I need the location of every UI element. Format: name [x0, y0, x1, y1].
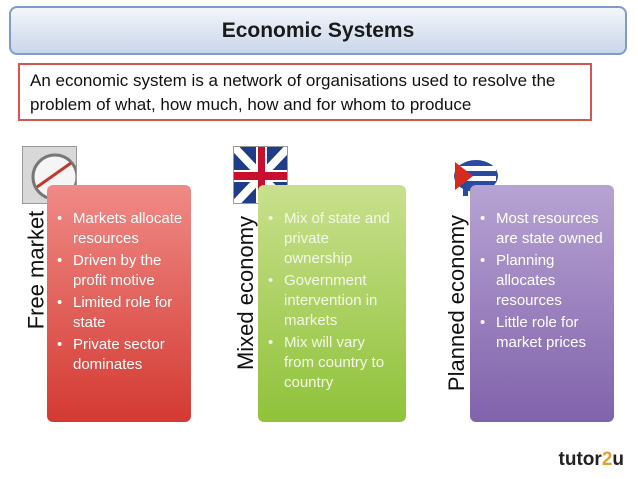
list-item: Private sector dominates — [53, 335, 183, 375]
slide-title: Economic Systems — [221, 18, 415, 42]
free-market-card: Markets allocate resources Driven by the… — [47, 185, 191, 422]
definition-box: An economic system is a network of organ… — [18, 63, 592, 121]
list-item: Most resources are state owned — [476, 209, 606, 249]
list-item: Mix of state and private ownership — [264, 209, 398, 269]
list-item: Markets allocate resources — [53, 209, 183, 249]
list-item: Planning allocates resources — [476, 251, 606, 311]
list-item: Little role for market prices — [476, 313, 606, 353]
slide-title-bar: Economic Systems — [9, 6, 627, 55]
list-item: Driven by the profit motive — [53, 251, 183, 291]
mixed-economy-card: Mix of state and private ownership Gover… — [258, 185, 406, 422]
definition-text: An economic system is a network of organ… — [30, 71, 556, 114]
list-item: Limited role for state — [53, 293, 183, 333]
list-item: Government intervention in markets — [264, 271, 398, 331]
list-item: Mix will vary from country to country — [264, 333, 398, 393]
planned-economy-card: Most resources are state owned Planning … — [470, 185, 614, 422]
